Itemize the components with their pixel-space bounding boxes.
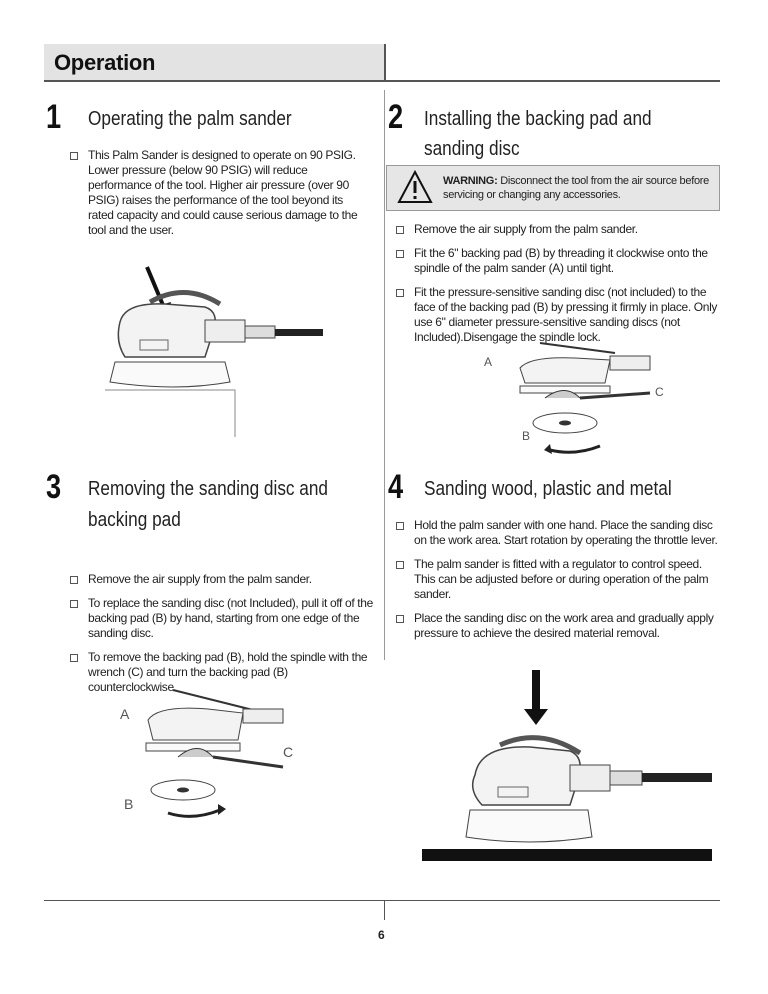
step-1-list: This Palm Sander is designed to operate …	[66, 148, 366, 247]
step-number-4: 4	[388, 468, 403, 506]
step-title-3-line1: Removing the sanding disc and	[88, 478, 328, 500]
list-item: To replace the sanding disc (not Include…	[66, 596, 376, 641]
label-a: A	[120, 706, 130, 722]
label-c: C	[655, 385, 664, 399]
list-item: This Palm Sander is designed to operate …	[66, 148, 366, 238]
step-title-3-line2: backing pad	[88, 509, 181, 531]
step-number-3: 3	[46, 468, 61, 506]
footer-divider	[384, 900, 385, 920]
header-rule	[44, 80, 720, 82]
label-b: B	[124, 796, 133, 812]
step-number-1: 1	[46, 98, 61, 136]
step-title-1: Operating the palm sander	[88, 108, 292, 130]
step-title-2-line1: Installing the backing pad and	[424, 108, 652, 130]
list-item: Fit the pressure-sensitive sanding disc …	[392, 285, 718, 345]
palm-sander-illustration	[105, 266, 323, 437]
page-number: 6	[378, 928, 385, 942]
label-a: A	[484, 355, 492, 369]
list-item: Remove the air supply from the palm sand…	[392, 222, 718, 237]
step-title-2-line2: sanding disc	[424, 138, 520, 160]
step-title-4: Sanding wood, plastic and metal	[424, 478, 672, 500]
footer-rule	[44, 900, 720, 901]
page-title: Operation	[54, 50, 156, 75]
backing-pad-install-illustration: A C B	[484, 342, 664, 454]
column-divider	[384, 90, 385, 660]
warning-triangle-icon	[397, 169, 433, 203]
section-header: Operation	[44, 44, 386, 80]
list-item: Place the sanding disc on the work area …	[392, 611, 718, 641]
backing-pad-removal-illustration: A C B	[120, 689, 293, 818]
warning-text: WARNING: Disconnect the tool from the ai…	[443, 175, 709, 201]
step-4-list: Hold the palm sander with one hand. Plac…	[392, 518, 718, 650]
step-number-2: 2	[388, 98, 403, 136]
list-item: The palm sander is fitted with a regulat…	[392, 557, 718, 602]
list-item: Hold the palm sander with one hand. Plac…	[392, 518, 718, 548]
list-item: Fit the 6" backing pad (B) by threading …	[392, 246, 718, 276]
label-b: B	[522, 429, 530, 443]
step-3-list: Remove the air supply from the palm sand…	[66, 572, 376, 704]
step-2-list: Remove the air supply from the palm sand…	[392, 222, 718, 354]
warning-box: WARNING: Disconnect the tool from the ai…	[386, 165, 720, 211]
label-c: C	[283, 744, 293, 760]
list-item: To remove the backing pad (B), hold the …	[66, 650, 376, 695]
sanding-illustration	[422, 670, 712, 861]
list-item: Remove the air supply from the palm sand…	[66, 572, 376, 587]
